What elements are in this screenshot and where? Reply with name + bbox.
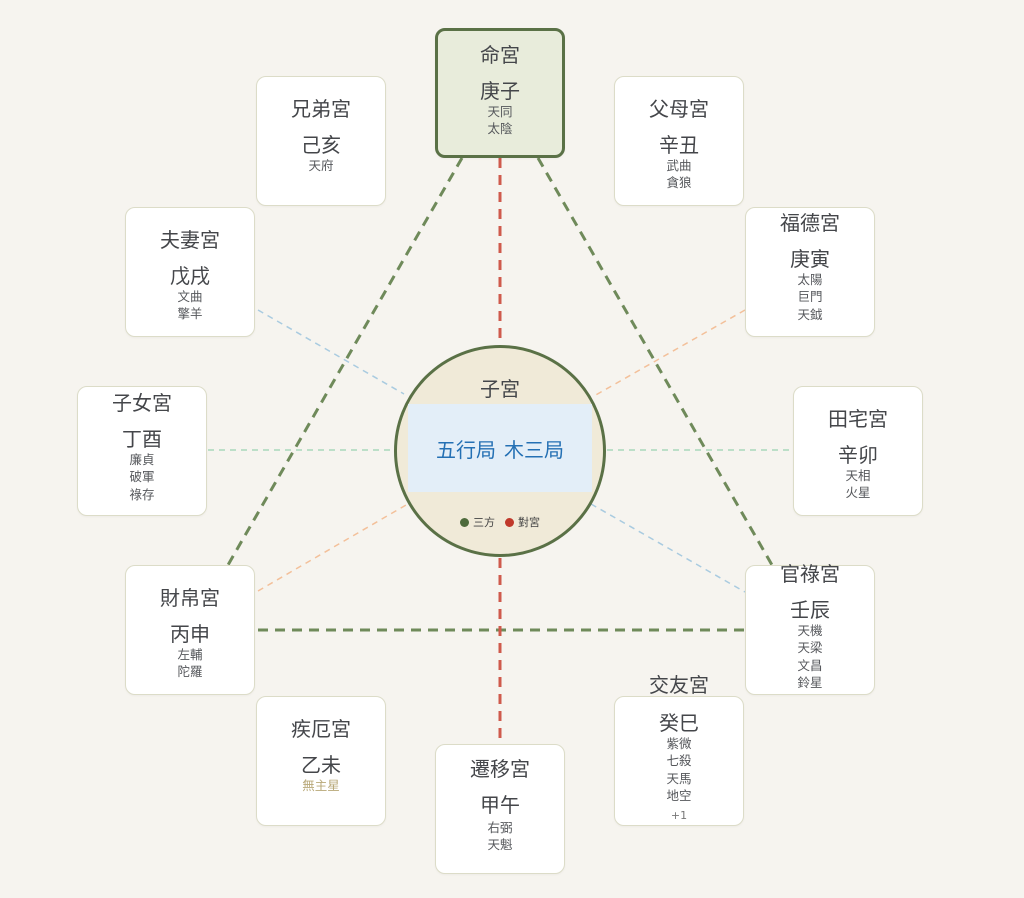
palace-ganzhi: 丙申 <box>170 622 210 646</box>
palace-fuqi[interactable]: 夫妻宮戊戌文曲擎羊 <box>125 207 255 337</box>
palace-name: 兄弟宮 <box>291 97 351 121</box>
palace-jiaoyou[interactable]: 交友宮癸巳紫微七殺天馬地空 +1 <box>614 673 744 826</box>
star-item: 鈴星 <box>797 674 823 690</box>
palace-name: 福德宮 <box>780 211 840 235</box>
palace-name: 夫妻宮 <box>160 228 220 252</box>
sanfang-line-right <box>536 157 774 566</box>
palace-qianyi[interactable]: 遷移宮甲午右弼天魁 <box>435 744 565 874</box>
palace-ganzhi: 戊戌 <box>170 264 210 288</box>
palace-guanlu[interactable]: 官祿宮壬辰天機天梁文昌鈴星 <box>745 562 875 695</box>
star-list: 天相火星 <box>794 467 922 502</box>
star-item: 廉貞 <box>129 452 155 467</box>
palace-ganzhi: 壬辰 <box>790 598 830 622</box>
palace-name: 官祿宮 <box>780 562 840 586</box>
palace-ganzhi: 庚子 <box>480 79 520 103</box>
star-list: 廉貞破軍祿存 <box>78 451 206 503</box>
palace-jie[interactable]: 疾厄宮乙未無主星 <box>256 696 386 826</box>
star-list: 太陽巨門天鉞 <box>746 271 874 323</box>
bureau-box: 五行局 木三局 <box>408 404 592 492</box>
palace-zinu[interactable]: 子女宮丁酉廉貞破軍祿存 <box>77 386 207 516</box>
axis-line-guanlu <box>590 503 746 593</box>
palace-ganzhi: 乙未 <box>301 753 341 777</box>
star-item: 天相 <box>845 468 871 483</box>
star-item: 天梁 <box>797 640 823 656</box>
star-list: 武曲貪狼 <box>615 157 743 192</box>
star-item: 地空 <box>666 787 692 803</box>
no-main-star-label: 無主星 <box>302 778 340 793</box>
star-item: 太陽 <box>797 272 823 287</box>
star-item: 祿存 <box>129 486 155 502</box>
axis-line-fude <box>593 309 746 397</box>
sanfang-line-left <box>226 157 464 566</box>
star-item: 陀羅 <box>177 664 203 680</box>
star-item: 左輔 <box>177 647 203 662</box>
palace-ganzhi: 甲午 <box>480 793 520 817</box>
star-item: 天府 <box>308 158 334 173</box>
palace-ganzhi: 辛丑 <box>659 133 699 157</box>
palace-name: 命宮 <box>480 43 520 67</box>
bureau-value: 木三局 <box>504 437 564 462</box>
star-item: 右弼 <box>487 820 513 835</box>
star-list: 右弼天魁 <box>436 819 564 854</box>
star-item: 太陰 <box>487 121 513 137</box>
star-item: 貪狼 <box>666 175 692 191</box>
star-item: 巨門 <box>797 289 823 305</box>
star-item: 火星 <box>845 485 871 501</box>
axis-line-caibo <box>257 504 407 592</box>
star-item: 擎羊 <box>177 306 203 322</box>
sanfang-dot-icon <box>460 517 469 527</box>
star-item: 文曲 <box>177 289 203 304</box>
palace-name: 子女宮 <box>112 391 172 415</box>
star-item: 天同 <box>487 104 513 119</box>
palace-caibo[interactable]: 財帛宮丙申左輔陀羅 <box>125 565 255 695</box>
more-stars-count: +1 <box>670 809 688 822</box>
star-list: 文曲擎羊 <box>126 288 254 323</box>
palace-name: 交友宮 <box>649 673 709 697</box>
star-item: 七殺 <box>666 753 692 769</box>
palace-name: 疾厄宮 <box>291 717 351 741</box>
star-item: 天機 <box>797 623 823 638</box>
star-list: 天同太陰 <box>438 103 562 138</box>
star-item: 武曲 <box>666 158 692 173</box>
palace-ganzhi: 己亥 <box>301 133 341 157</box>
star-list: 天府 <box>257 157 385 174</box>
palace-name: 田宅宮 <box>828 407 888 431</box>
palace-ganzhi: 丁酉 <box>122 427 162 451</box>
palace-tianzhai[interactable]: 田宅宮辛卯天相火星 <box>793 386 923 516</box>
star-item: 天鉞 <box>797 306 823 322</box>
palace-fumu[interactable]: 父母宮辛丑武曲貪狼 <box>614 76 744 206</box>
palace-fude[interactable]: 福德宮庚寅太陽巨門天鉞 <box>745 207 875 337</box>
palace-ganzhi: 辛卯 <box>838 443 878 467</box>
bureau-label: 五行局 <box>436 437 496 462</box>
palace-ganzhi: 癸巳 <box>659 711 699 735</box>
center-title: 子宮 <box>480 377 520 401</box>
axis-line-fuqi <box>257 309 405 395</box>
legend-sanfang: 三方 <box>473 516 495 529</box>
palace-xiongdi[interactable]: 兄弟宮己亥天府 <box>256 76 386 206</box>
star-item: 破軍 <box>129 469 155 485</box>
duigong-dot-icon <box>505 517 514 527</box>
star-item: 紫微 <box>666 736 692 751</box>
palace-ming[interactable]: 命宮庚子天同太陰 <box>435 28 565 158</box>
star-list: 無主星 <box>257 777 385 794</box>
palace-name: 財帛宮 <box>160 586 220 610</box>
palace-ganzhi: 庚寅 <box>790 247 830 271</box>
palace-name: 遷移宮 <box>470 757 530 781</box>
legend-duigong: 對宮 <box>518 516 540 529</box>
star-item: 天魁 <box>487 837 513 853</box>
palace-name: 父母宮 <box>649 97 709 121</box>
center-circle: 子宮 五行局 木三局 三方 對宮 <box>394 345 606 557</box>
star-item: 文昌 <box>797 657 823 673</box>
star-list: 紫微七殺天馬地空 <box>615 735 743 804</box>
star-list: 左輔陀羅 <box>126 646 254 681</box>
legend: 三方 對宮 <box>397 514 603 530</box>
star-list: 天機天梁文昌鈴星 <box>746 622 874 691</box>
star-item: 天馬 <box>666 770 692 786</box>
